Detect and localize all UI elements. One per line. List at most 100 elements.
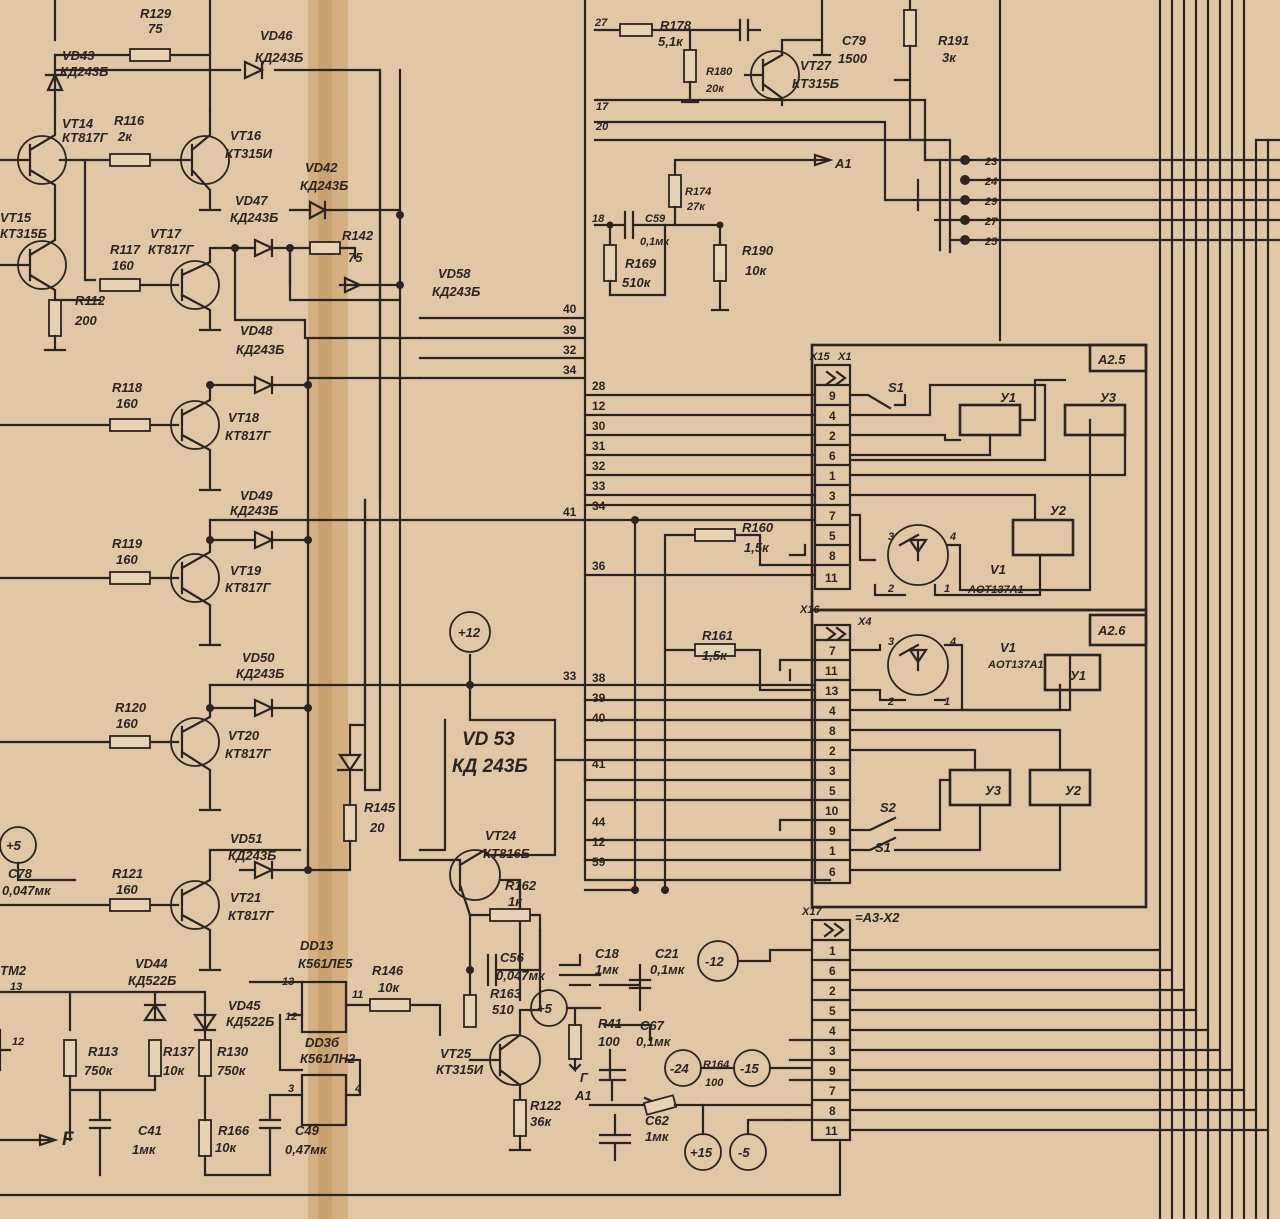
a26-conn: X16 — [799, 604, 820, 616]
bus-32: 32 — [592, 459, 606, 473]
bus-30: 30 — [592, 419, 606, 433]
label-r130: R166 — [218, 1123, 250, 1138]
label-r180: R180 — [706, 66, 733, 78]
label-c79-value: 1500 — [838, 51, 868, 66]
labels: R129 75 VD46 КД243Б VD43 КД243Б VT14 КТ8… — [0, 6, 1126, 1160]
label-r129-value: 75 — [148, 21, 163, 36]
label-r163-value: 510 — [492, 1002, 514, 1017]
a25-oc-2: 2 — [887, 583, 894, 595]
label-conn-24: 24 — [984, 176, 997, 188]
a25-oc-1: 1 — [944, 583, 950, 595]
label-pin11: 11 — [352, 989, 363, 1001]
label-vt25-type: КТ315И — [436, 1062, 484, 1077]
bus-38: 38 — [592, 671, 606, 685]
label-conn-25: 25 — [984, 236, 998, 248]
label-vt16: VT16 — [230, 128, 262, 143]
label-vd58-type: КД243Б — [432, 284, 480, 299]
a26-pin-1: 1 — [829, 844, 836, 858]
bus-12: 12 — [592, 399, 606, 413]
a25-pin-2: 2 — [829, 429, 836, 443]
a25-pin-11: 11 — [825, 571, 838, 585]
a25-pin-1: 1 — [829, 469, 836, 483]
label-r112-value: 200 — [74, 313, 97, 328]
label-vd46: VD46 — [260, 28, 293, 43]
label-r191-value: 3к — [942, 50, 957, 65]
label-vd42-type: КД243Б — [300, 178, 348, 193]
label-r41: R41 — [598, 1016, 622, 1031]
label-c59-value: 0,1мк — [640, 236, 670, 248]
x17-pin-9: 9 — [829, 1064, 836, 1078]
label-pin18: 18 — [592, 213, 605, 225]
label-vd49-type: КД243Б — [230, 503, 278, 518]
a25-pin-5: 5 — [829, 529, 836, 543]
label-r122-value: 10к — [163, 1063, 185, 1078]
label-c56: C56 — [500, 950, 525, 965]
label-r121: R121 — [112, 866, 143, 881]
a26-oc-2: 2 — [887, 696, 894, 708]
a26-pin-4: 4 — [829, 704, 836, 718]
bus-34: 34 — [592, 499, 606, 513]
x17-label: =A3-X2 — [855, 910, 900, 925]
label-vd44: VD44 — [135, 956, 168, 971]
label-r119: R119 — [112, 536, 143, 551]
label-dd13-type: К561ЛЕ5 — [298, 956, 353, 971]
label-c56-value: 0,047мк — [496, 968, 546, 983]
label-r174: R174 — [685, 186, 711, 198]
bus-left-40: 40 — [563, 302, 577, 316]
a26-r161: R161 — [702, 628, 733, 643]
label-vd50: VD50 — [242, 650, 275, 665]
a25-y3: У3 — [1100, 390, 1117, 405]
label-r145-value: 20 — [369, 820, 385, 835]
label-vt16-type: КТ315И — [225, 146, 273, 161]
x17-pin-11: 11 — [825, 1124, 838, 1138]
a26-pin-10: 10 — [825, 804, 839, 818]
label-vd51-type: КД243Б — [228, 848, 276, 863]
a26-v1-type: AOT137A1 — [987, 659, 1044, 671]
x17-pin-1: 1 — [829, 944, 836, 958]
label-plus12: +12 — [458, 625, 481, 640]
label-vd45-type: КД522Б — [226, 1014, 274, 1029]
label-r113: R113 — [88, 1044, 119, 1059]
label-pin12: 12 — [285, 1011, 297, 1023]
label-vt20: VT20 — [228, 728, 260, 743]
a25-r160-value: 1,5к — [744, 540, 770, 555]
label-c62: C62 — [645, 1113, 670, 1128]
a25-v1-type: AOT137A1 — [967, 584, 1024, 596]
label-c41-value: 1мк — [132, 1142, 157, 1157]
label-r130-value: 10к — [215, 1140, 237, 1155]
bus-39: 39 — [592, 691, 606, 705]
label-tm2: ТМ2 — [0, 963, 27, 978]
a25-oc-4: 4 — [949, 531, 956, 543]
a26-pin-9: 9 — [829, 824, 836, 838]
label-pin13: 13 — [282, 976, 294, 988]
a26-pin-5: 5 — [829, 784, 836, 798]
label-vt15-type: КТ315Б — [0, 226, 47, 241]
label-dd3b: DD3б — [305, 1035, 340, 1050]
label-r190: R190 — [742, 243, 774, 258]
label-pin4: 4 — [354, 1083, 361, 1095]
label-vd53-type: КД 243Б — [452, 756, 528, 777]
label-r118-value: 160 — [116, 396, 138, 411]
label-vt18-type: КТ817Г — [225, 428, 272, 443]
bus-31: 31 — [592, 439, 606, 453]
a25-y2: У2 — [1050, 503, 1067, 518]
a25-v1: V1 — [990, 562, 1006, 577]
label-r146: R146 — [372, 963, 404, 978]
label-conn-27: 27 — [984, 216, 998, 228]
label-plus15: +15 — [690, 1145, 713, 1160]
label-vd49: VD49 — [240, 488, 273, 503]
label-vd51: VD51 — [230, 831, 263, 846]
a26-pin-7: 7 — [829, 644, 836, 658]
block-x17 — [788, 918, 1270, 1142]
a25-r160: R160 — [742, 520, 774, 535]
bus-lines-middle — [208, 316, 817, 894]
a26-pin-3: 3 — [829, 764, 836, 778]
label-r178: R178 — [660, 18, 692, 33]
label-r142-value: 75 — [348, 250, 363, 265]
label-r164-value: 100 — [705, 1077, 724, 1089]
bus-left-32: 32 — [563, 343, 577, 357]
label-minus15: -15 — [740, 1061, 760, 1076]
bus-44: 44 — [592, 815, 606, 829]
